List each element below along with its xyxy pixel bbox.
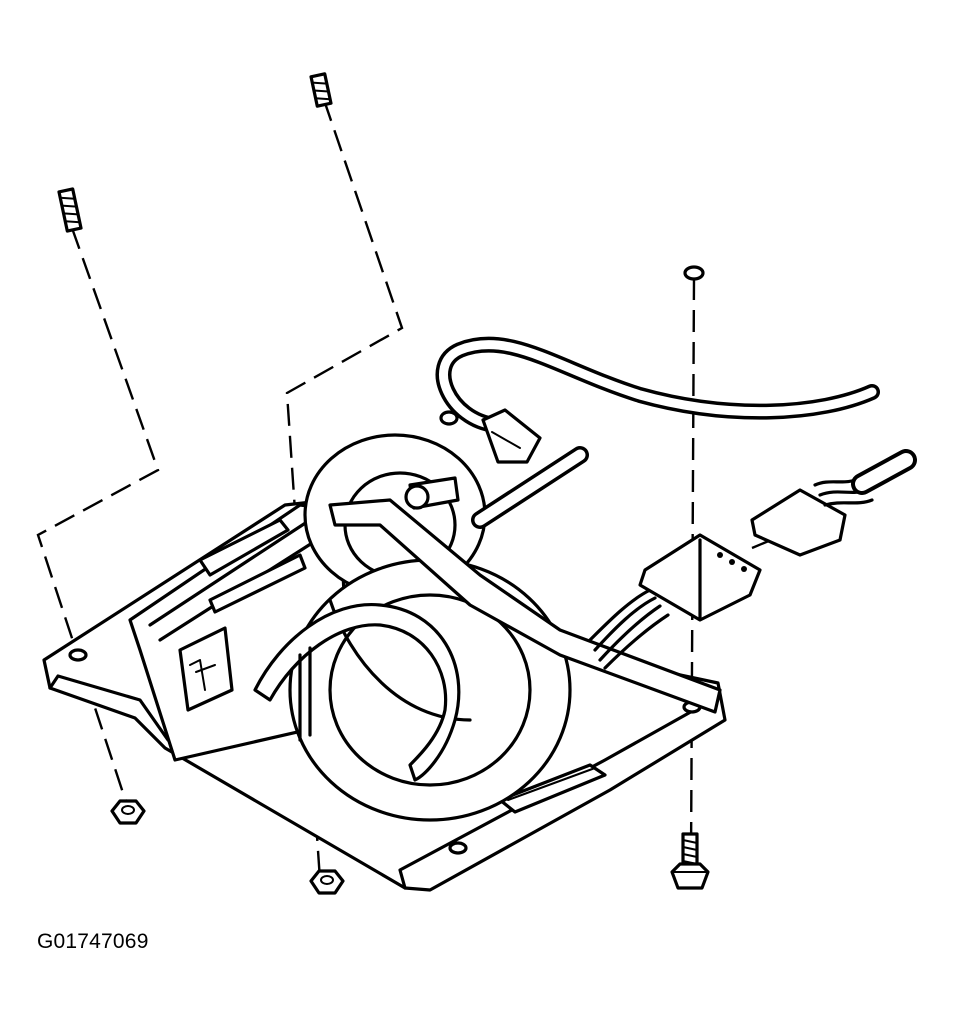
washer-icon-right xyxy=(683,265,705,281)
washer-icon-center xyxy=(439,410,459,426)
hose-cable xyxy=(435,336,880,464)
guide-line-left-screw xyxy=(36,227,160,809)
screw-icon-top xyxy=(309,72,333,108)
hose-fitting xyxy=(178,626,234,712)
wiring-harness xyxy=(588,533,762,670)
mating-connector xyxy=(750,449,917,557)
bolt-icon xyxy=(670,832,710,890)
nut-icon-center xyxy=(309,869,345,895)
nut-icon-left xyxy=(110,799,146,825)
screw-icon-left xyxy=(57,187,83,233)
retaining-strap xyxy=(253,498,722,782)
figure-id-label: G01747069 xyxy=(37,930,149,953)
